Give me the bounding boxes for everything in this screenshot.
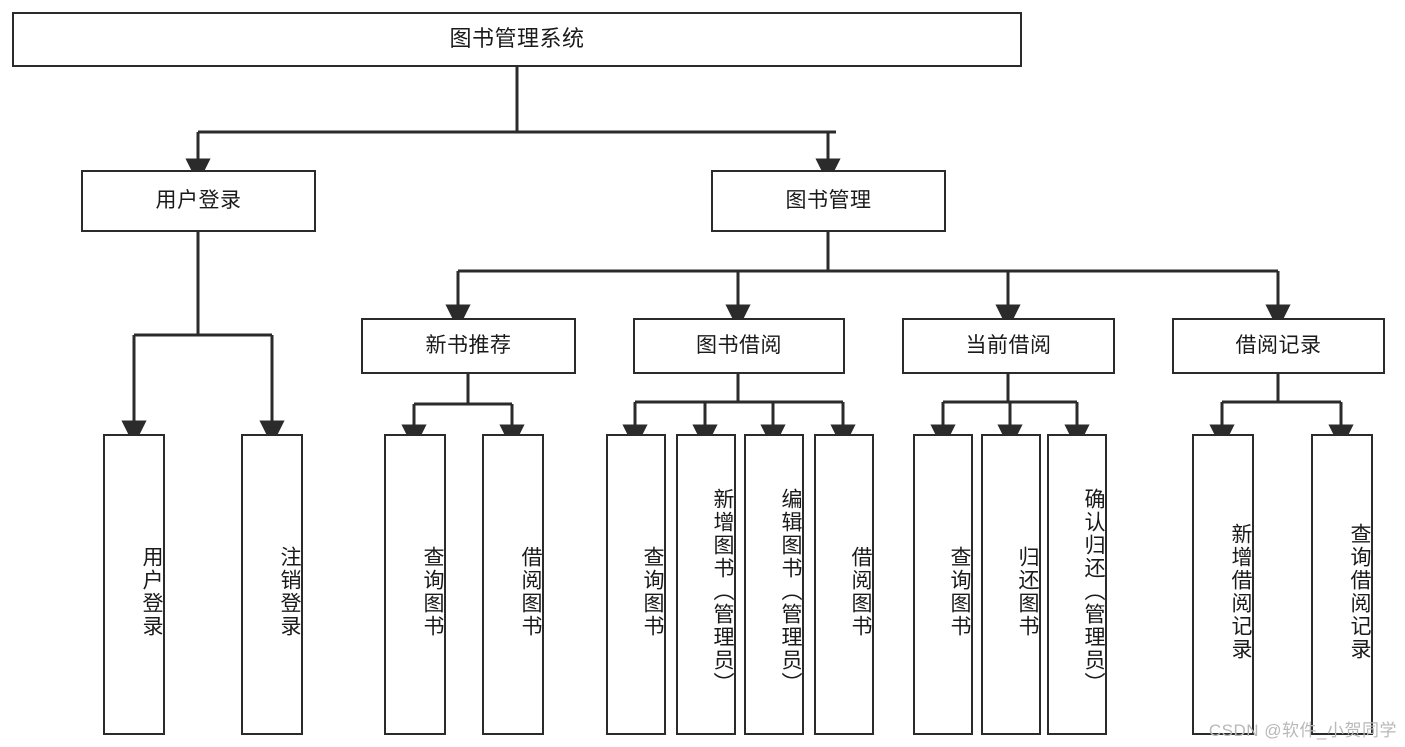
leaf-query-book-current[interactable]: 查询图书 xyxy=(913,434,973,735)
node-label: 用户登录 xyxy=(155,189,242,213)
leaf-borrow-book-recommend[interactable]: 借阅图书 xyxy=(482,434,544,735)
node-book-management[interactable]: 图书管理 xyxy=(711,170,946,232)
node-label: 新书推荐 xyxy=(425,334,512,358)
node-label: 借阅图书 xyxy=(519,545,542,638)
leaf-add-book-admin[interactable]: 新增图书（管理员） xyxy=(676,434,736,735)
leaf-return-book[interactable]: 归还图书 xyxy=(981,434,1041,735)
node-label: 图书管理系统 xyxy=(449,26,585,52)
node-label: 借阅记录 xyxy=(1235,334,1322,358)
leaf-add-borrow-record[interactable]: 新增借阅记录 xyxy=(1192,434,1254,735)
node-label: 确认归还（管理员） xyxy=(1082,488,1105,695)
leaf-query-borrow-record[interactable]: 查询借阅记录 xyxy=(1311,434,1373,735)
node-label: 新增借阅记录 xyxy=(1229,522,1252,661)
leaf-edit-book-admin[interactable]: 编辑图书（管理员） xyxy=(744,434,804,735)
leaf-logout[interactable]: 注销登录 xyxy=(241,434,303,735)
watermark: CSDN @软件_小贺同学 xyxy=(1208,721,1397,740)
node-label: 查询图书 xyxy=(641,545,664,638)
leaf-query-book-recommend[interactable]: 查询图书 xyxy=(384,434,446,735)
leaf-confirm-return-admin[interactable]: 确认归还（管理员） xyxy=(1047,434,1107,735)
node-label: 图书管理 xyxy=(785,189,872,213)
node-label: 归还图书 xyxy=(1016,545,1039,638)
leaf-user-login[interactable]: 用户登录 xyxy=(103,434,165,735)
node-user-login[interactable]: 用户登录 xyxy=(81,170,316,232)
node-borrow-records[interactable]: 借阅记录 xyxy=(1172,318,1385,374)
node-label: 借阅图书 xyxy=(849,545,872,638)
node-label: 注销登录 xyxy=(278,545,301,638)
node-book-borrow[interactable]: 图书借阅 xyxy=(633,318,845,374)
node-current-borrow[interactable]: 当前借阅 xyxy=(902,318,1115,374)
node-label: 查询图书 xyxy=(948,545,971,638)
node-root-book-management-system[interactable]: 图书管理系统 xyxy=(12,12,1022,67)
leaf-query-book-borrow[interactable]: 查询图书 xyxy=(606,434,666,735)
node-label: 查询借阅记录 xyxy=(1348,522,1371,661)
node-label: 图书借阅 xyxy=(696,334,782,358)
node-label: 新增图书（管理员） xyxy=(711,488,734,695)
leaf-borrow-book[interactable]: 借阅图书 xyxy=(814,434,874,735)
node-new-book-recommend[interactable]: 新书推荐 xyxy=(361,318,576,374)
node-label: 查询图书 xyxy=(421,545,444,638)
node-label: 编辑图书（管理员） xyxy=(779,488,802,695)
node-label: 当前借阅 xyxy=(965,334,1052,358)
node-label: 用户登录 xyxy=(140,545,163,638)
